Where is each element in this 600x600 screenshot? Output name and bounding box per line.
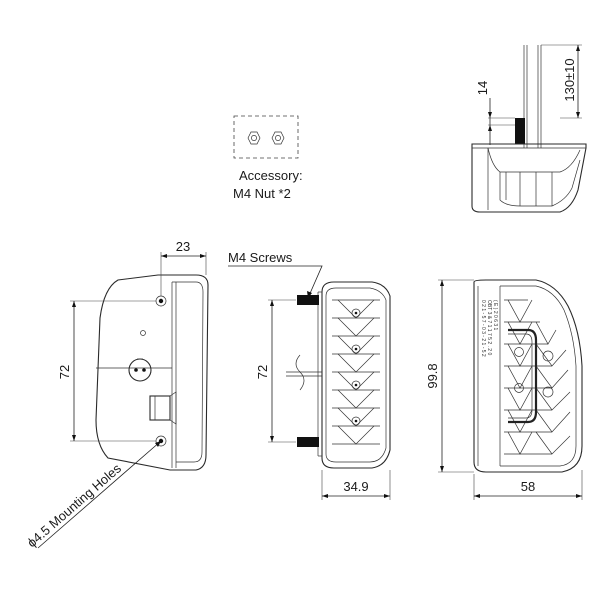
holes-label: ϕ4.5 Mounting Holes <box>24 460 124 550</box>
dim-text-14: 14 <box>475 81 490 95</box>
accessory-box: Accessory: M4 Nut *2 <box>233 115 303 201</box>
front-led-pattern <box>332 299 380 445</box>
m4-screw-bottom <box>297 437 319 447</box>
back-view: 0 2 1 - 5 7 - 0 3 - 2 1 - 5 2 OBT 3 & 7 … <box>425 279 583 500</box>
top-view: 14 130±10 <box>471 44 587 213</box>
side-clip <box>149 395 171 421</box>
front-view-outline <box>321 281 391 469</box>
accessory-dashed-frame <box>233 115 299 159</box>
side-view-outline <box>95 274 209 471</box>
dim-text-72-front: 72 <box>255 365 270 379</box>
side-view: 23 72 ϕ4.5 Mounting Holes <box>24 239 209 550</box>
light-guide <box>508 328 538 424</box>
side-connector <box>128 358 152 382</box>
accessory-label-line1: Accessory: <box>239 168 303 183</box>
dim-text-23: 23 <box>176 239 190 254</box>
front-view: M4 Screws 72 34.9 <box>228 250 391 500</box>
dim-text-130: 130±10 <box>562 58 577 101</box>
cable-break-symbol <box>295 354 305 391</box>
dim-text-99-8: 99.8 <box>425 363 440 388</box>
dim-text-34-9: 34.9 <box>343 479 368 494</box>
dim-text-58: 58 <box>521 479 535 494</box>
screws-leader <box>228 265 323 299</box>
screws-label: M4 Screws <box>228 250 293 265</box>
back-marking-line3: ( E ) 2 0 6 3 1 <box>492 300 498 331</box>
m4-nut-icon <box>271 131 285 145</box>
back-marking-line1: 0 2 1 - 5 7 - 0 3 - 2 1 - 5 2 <box>480 300 486 357</box>
back-led-pattern <box>504 299 571 455</box>
top-view-body <box>471 143 587 213</box>
back-marking-line2: OBT 3 & 7 1 1 7 5 2 . 2 0 <box>486 300 492 355</box>
m4-screw-top <box>297 295 319 305</box>
m4-nut-icon <box>247 131 261 145</box>
cable-grommet <box>515 118 525 144</box>
holes-leader <box>37 440 162 549</box>
back-view-outline <box>473 279 583 473</box>
accessory-label-line2: M4 Nut *2 <box>233 186 291 201</box>
dim-text-72-side: 72 <box>57 365 72 379</box>
